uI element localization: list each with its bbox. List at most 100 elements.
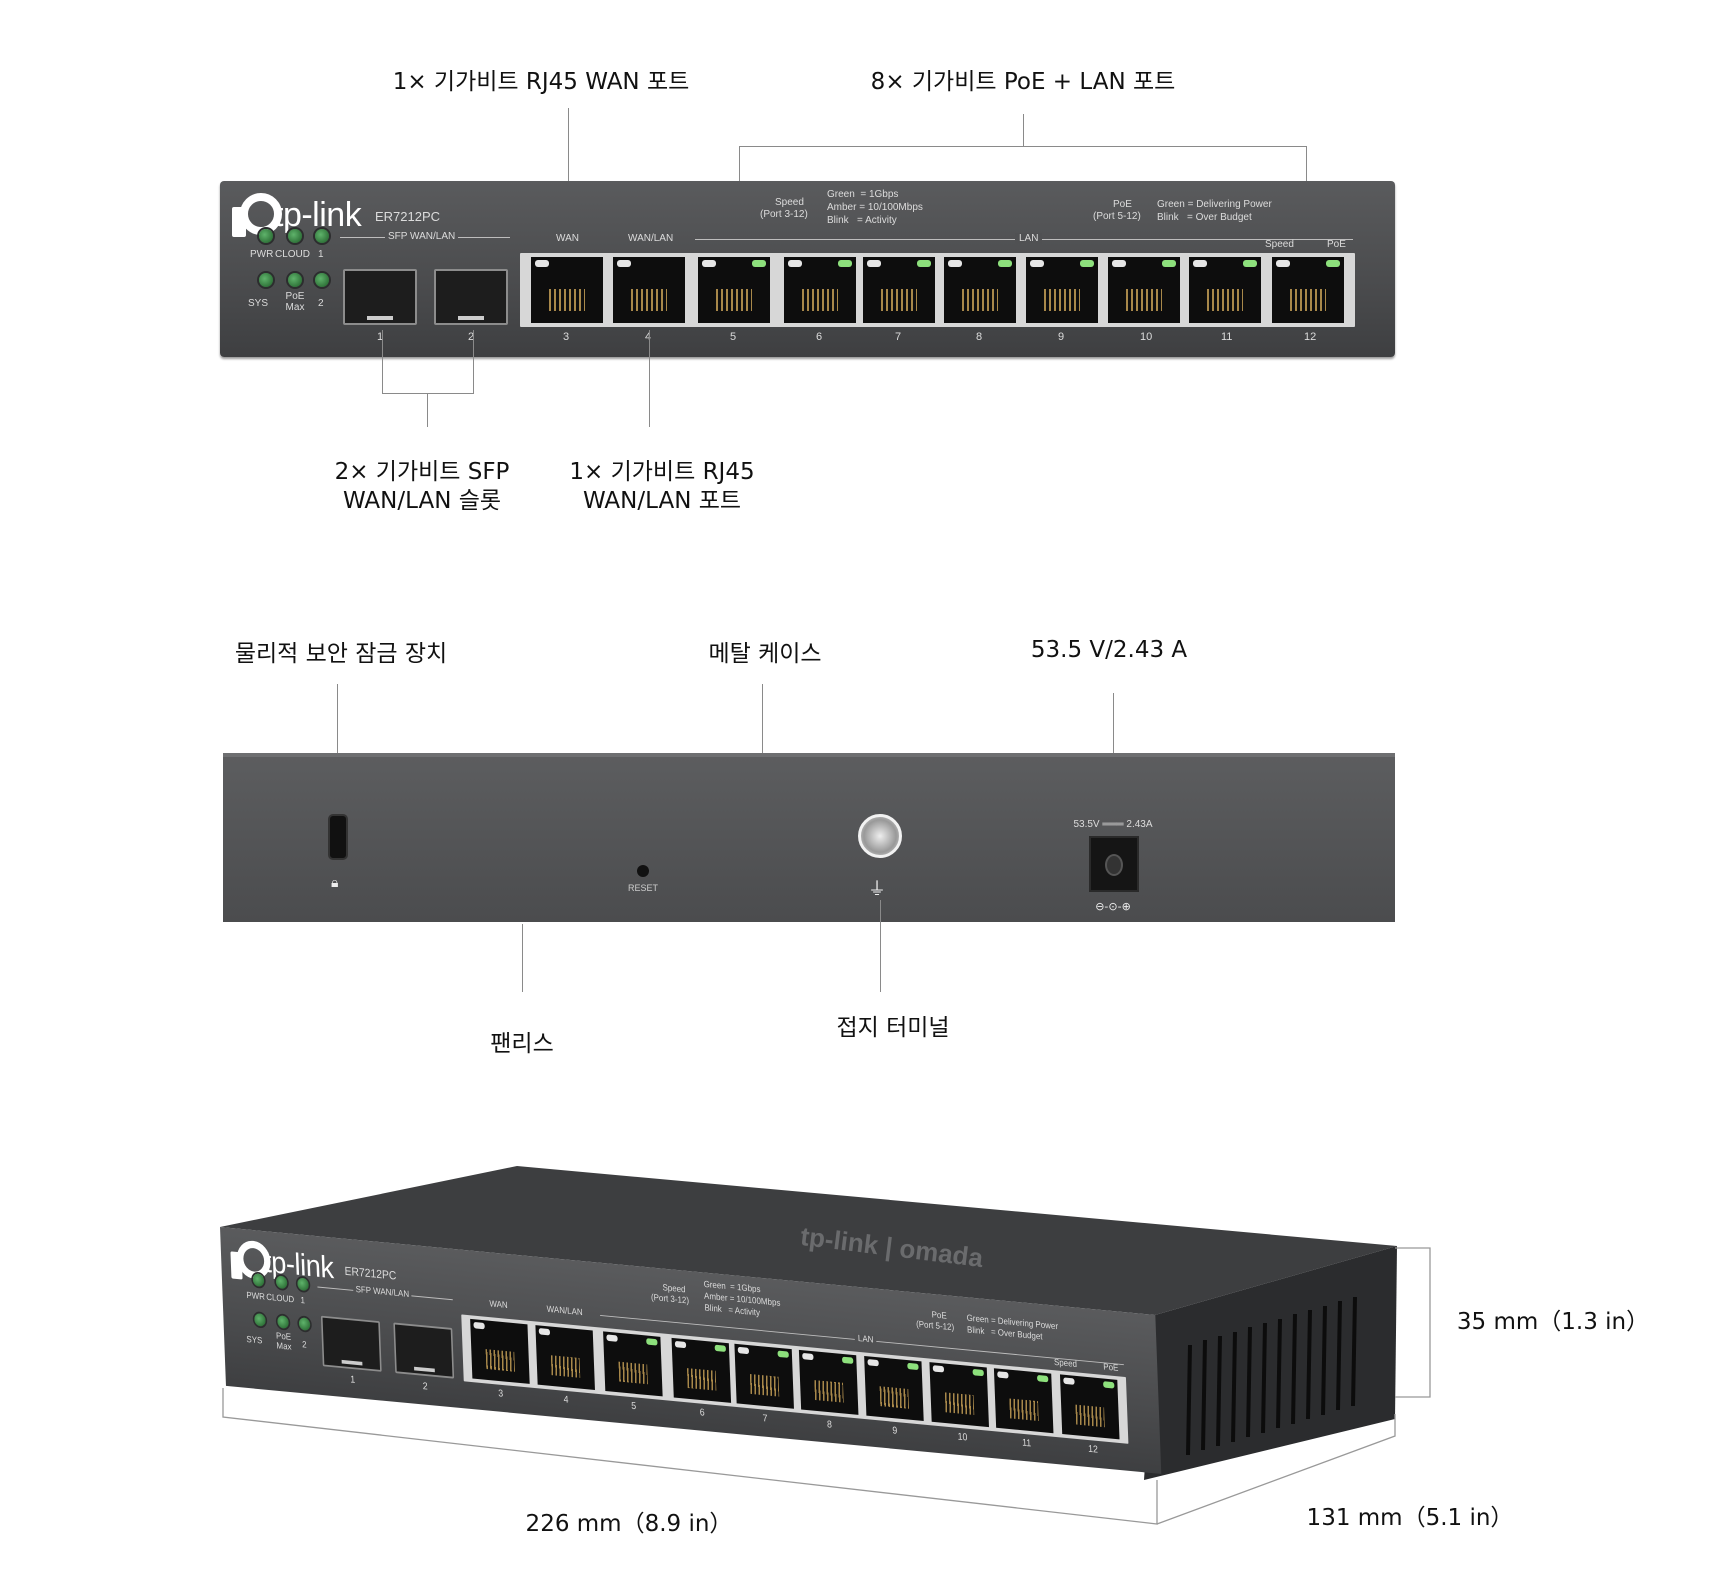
speed-legend-title: Speed: [775, 197, 804, 208]
ground-icon: ⏚: [868, 879, 886, 900]
poe-legend-title: PoE: [931, 1310, 947, 1322]
rj45-port[interactable]: [993, 1368, 1054, 1434]
sfp-port[interactable]: [393, 1322, 455, 1379]
lan-label: LAN: [1015, 233, 1043, 244]
link-led: [948, 260, 962, 267]
rj45-port[interactable]: [1189, 257, 1261, 323]
polarity-icon: ⊖-⊙-⊕: [1095, 900, 1131, 913]
callout-line: WAN/LAN 포트: [582, 488, 742, 514]
rj45-port[interactable]: [1108, 257, 1180, 323]
status-led: [298, 1317, 311, 1331]
callout-line: 2× 기가비트 SFP: [334, 459, 510, 485]
port-number: 1: [350, 1374, 356, 1386]
status-led: [315, 273, 329, 287]
rj45-port[interactable]: [784, 257, 856, 323]
rj45-port[interactable]: [944, 257, 1016, 323]
speed-legend-range: (Port 3-12): [760, 209, 808, 220]
callout-line: WAN/LAN 슬롯: [342, 488, 502, 514]
model-label: ER7212PC: [375, 209, 441, 224]
port-pins: [1126, 289, 1162, 311]
bracket-line: [382, 393, 474, 394]
wanlan-label: WAN/LAN: [546, 1304, 583, 1318]
poe-legend-range: (Port 5-12): [1093, 211, 1141, 222]
port-number: 3: [563, 331, 570, 343]
port-pins: [485, 1349, 515, 1372]
wanlan-label: WAN/LAN: [628, 233, 674, 244]
port-number: 4: [563, 1394, 569, 1406]
rj45-port[interactable]: [613, 257, 685, 323]
rj45-port[interactable]: [1272, 257, 1344, 323]
port-number: 10: [957, 1431, 968, 1444]
link-led: [867, 260, 881, 267]
rj45-port[interactable]: [535, 1325, 595, 1391]
sfp-group-label: SFP WAN/LAN: [353, 1284, 412, 1300]
rj45-port[interactable]: [1026, 257, 1098, 323]
rj45-port[interactable]: [671, 1337, 732, 1403]
rj45-port[interactable]: [603, 1331, 663, 1397]
status-led: [315, 229, 329, 243]
port-number: 2: [468, 331, 475, 343]
callout-ground: 접지 터미널: [836, 1015, 950, 1041]
rj45-port[interactable]: [864, 1355, 924, 1421]
led-label-cloud: CLOUD: [275, 249, 311, 260]
port-number: 7: [895, 331, 902, 343]
poe-led-label: PoE: [1327, 239, 1346, 250]
callout-poe-lan-ports: 8× 기가비트 PoE + LAN 포트: [870, 69, 1176, 95]
callout-power: 53.5 V/2.43 A: [1030, 637, 1188, 663]
led-label-pwr: PWR: [246, 1290, 266, 1303]
rj45-port[interactable]: [863, 257, 935, 323]
rj45-port[interactable]: [698, 257, 770, 323]
sfp-group-label: SFP WAN/LAN: [385, 231, 459, 242]
rj45-port[interactable]: [470, 1318, 530, 1384]
led-label-pwr: PWR: [250, 249, 274, 260]
poe-legend-line: Green = Delivering Power: [1157, 199, 1272, 210]
rj45-port[interactable]: [929, 1362, 989, 1428]
led-label-2: 2: [301, 1339, 307, 1351]
leader-line: [762, 684, 763, 754]
link-led: [788, 260, 802, 267]
link-led: [617, 260, 631, 267]
port-pins: [631, 289, 667, 311]
port-pins: [802, 289, 838, 311]
rj45-port[interactable]: [798, 1349, 859, 1415]
speed-led-label: Speed: [1053, 1357, 1078, 1370]
poe-led: [1243, 260, 1257, 267]
sfp-port[interactable]: [320, 1315, 382, 1372]
poe-led: [838, 260, 852, 267]
port-pins: [814, 1380, 844, 1403]
sfp-port[interactable]: [343, 269, 417, 325]
callout-line: 1× 기가비트 RJ45: [569, 459, 755, 485]
sfp-port[interactable]: [434, 269, 508, 325]
port-pins: [549, 289, 585, 311]
port-pins: [1290, 289, 1326, 311]
rj45-port[interactable]: [734, 1343, 794, 1409]
status-led: [259, 229, 273, 243]
rj45-port[interactable]: [1059, 1374, 1120, 1440]
callout-lock: 물리적 보안 잠금 장치: [234, 641, 448, 667]
ground-screw: [858, 814, 902, 858]
port-number: 11: [1221, 331, 1233, 343]
leader-line: [649, 330, 650, 427]
rj45-port[interactable]: [531, 257, 603, 323]
link-led: [538, 1328, 551, 1336]
link-led: [932, 1365, 945, 1373]
poe-led: [752, 260, 766, 267]
link-led: [867, 1359, 879, 1367]
poe-legend-line: Blink = Over Budget: [1157, 212, 1252, 223]
led-label-sys: SYS: [246, 1334, 263, 1347]
power-jack[interactable]: [1089, 836, 1139, 892]
port-number: 5: [730, 331, 737, 343]
kensington-lock-slot[interactable]: [328, 814, 348, 860]
port-number: 8: [826, 1419, 833, 1431]
reset-button[interactable]: [637, 865, 649, 877]
link-led: [997, 1371, 1009, 1379]
port-pins: [716, 289, 752, 311]
port-number: 4: [645, 331, 651, 343]
port-pins: [881, 289, 917, 311]
poe-led: [777, 1350, 789, 1358]
poe-led: [1326, 260, 1340, 267]
link-led: [1193, 260, 1207, 267]
status-led: [288, 229, 302, 243]
